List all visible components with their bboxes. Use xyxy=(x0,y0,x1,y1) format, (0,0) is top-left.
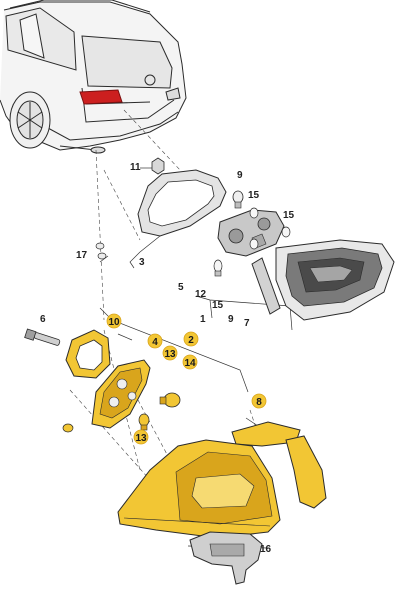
highlight-badges: 10 4 2 13 14 8 13 xyxy=(106,313,267,445)
tail-light-housing-highlighted xyxy=(117,439,281,539)
screw-6 xyxy=(24,328,61,346)
panels-8-highlighted xyxy=(231,421,327,509)
svg-text:13: 13 xyxy=(164,349,176,360)
bulb-14-highlighted xyxy=(159,392,181,408)
badge-10: 10 xyxy=(106,313,122,329)
bracket-16 xyxy=(189,531,263,585)
callout-15-right: 15 xyxy=(283,210,295,221)
badge-2: 2 xyxy=(183,331,199,347)
callout-9-bottom: 9 xyxy=(228,314,234,325)
svg-text:13: 13 xyxy=(135,433,147,444)
callout-1: 1 xyxy=(200,314,206,325)
svg-text:10: 10 xyxy=(108,317,120,328)
badge-14: 14 xyxy=(182,354,198,370)
callout-17: 17 xyxy=(76,250,88,261)
callout-6: 6 xyxy=(40,314,46,325)
reflector-strip-7 xyxy=(251,257,281,315)
callout-9-top: 9 xyxy=(237,170,243,181)
car-illustration xyxy=(0,0,187,154)
seal-gasket-part xyxy=(137,169,227,237)
callout-11: 11 xyxy=(130,162,141,173)
bulb-carrier-4-highlighted xyxy=(91,359,151,429)
badge-4: 4 xyxy=(147,333,163,349)
callout-7: 7 xyxy=(244,318,250,329)
svg-text:4: 4 xyxy=(152,337,158,348)
callout-15-top: 15 xyxy=(248,190,260,201)
gasket-10-highlighted xyxy=(65,329,111,379)
svg-text:14: 14 xyxy=(184,358,196,369)
bulb-carrier-plate xyxy=(217,209,285,257)
svg-text:8: 8 xyxy=(256,397,262,408)
callout-15-bottom: 15 xyxy=(212,300,224,311)
svg-text:2: 2 xyxy=(188,335,194,346)
callout-5: 5 xyxy=(178,282,184,293)
callout-12: 12 xyxy=(195,289,207,300)
nut-part xyxy=(151,157,165,175)
bulb-holder-small-part xyxy=(232,190,244,209)
callout-16: 16 xyxy=(260,544,272,555)
bulbs-15 xyxy=(249,207,291,250)
bulb-13-highlighted xyxy=(138,413,150,431)
callout-3: 3 xyxy=(139,257,145,268)
clips-17 xyxy=(95,242,107,260)
badge-8: 8 xyxy=(251,393,267,409)
badge-13-top: 13 xyxy=(162,345,178,361)
bulb-12 xyxy=(213,259,223,277)
inner-tail-light xyxy=(275,239,395,321)
callout-labels: 11 9 15 15 3 17 5 12 15 1 9 7 6 16 xyxy=(40,162,295,555)
badge-13-bottom: 13 xyxy=(133,429,149,445)
clip-yellow xyxy=(62,423,74,433)
